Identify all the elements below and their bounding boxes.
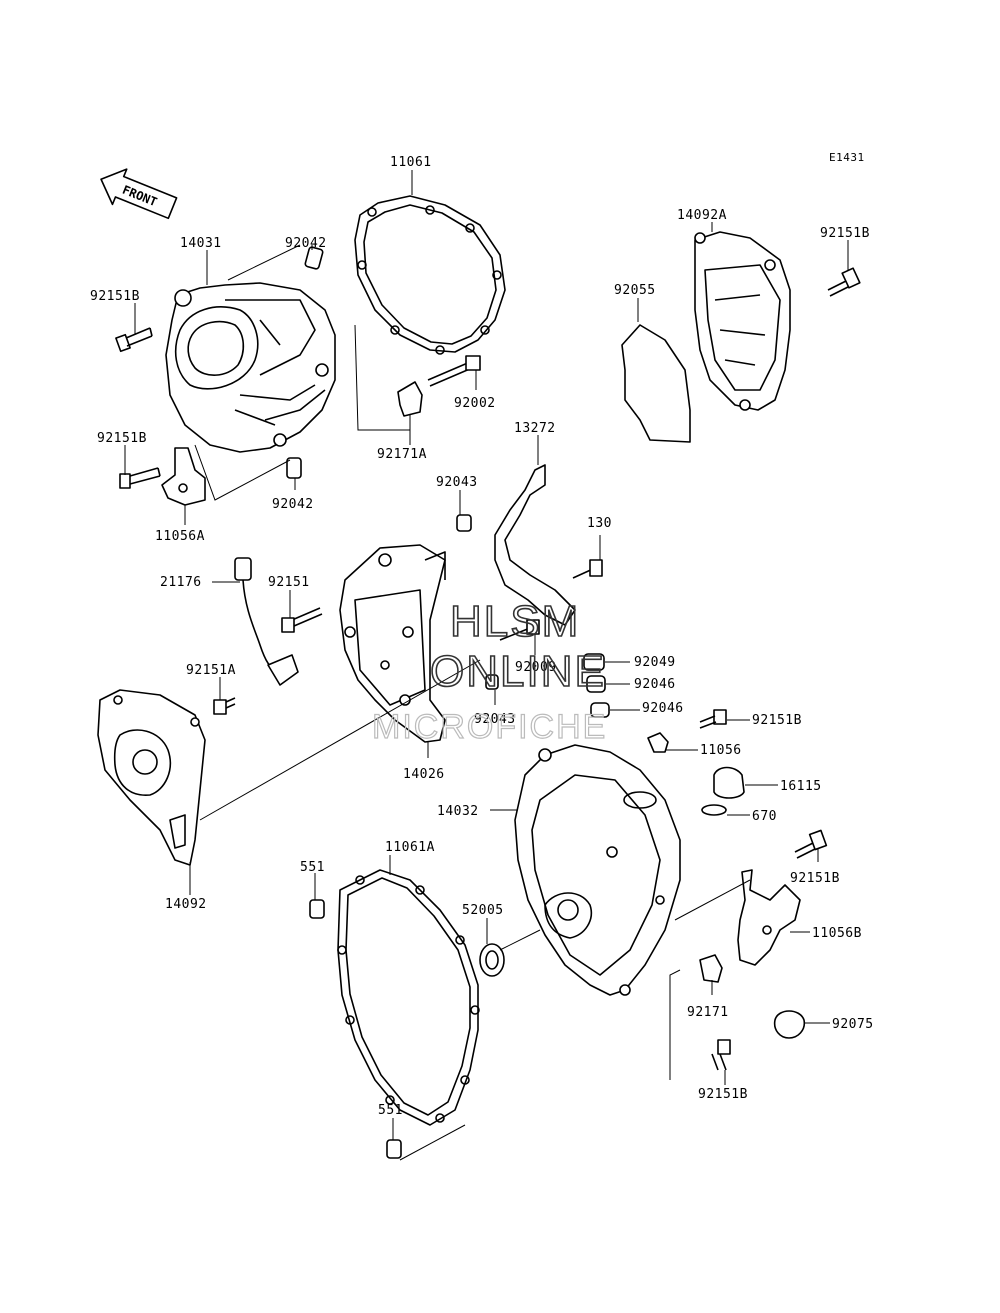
- bolt-92151B-b: [119, 467, 161, 489]
- label-551-b: 551: [378, 1103, 403, 1118]
- clamp-92171: [699, 954, 723, 983]
- dowel-551-b: [386, 1139, 402, 1159]
- label-14026: 14026: [403, 767, 445, 782]
- bolt-130: [572, 559, 603, 579]
- label-92055: 92055: [614, 283, 656, 298]
- clutch-cover-14032: [514, 744, 681, 996]
- bracket-11056B: [737, 869, 801, 966]
- clamp-92171A: [397, 381, 423, 417]
- label-92151B-f: 92151B: [698, 1087, 748, 1102]
- cover-14092: [97, 689, 206, 866]
- label-92043-a: 92043: [436, 475, 478, 490]
- bolt-92151B-f: [711, 1039, 731, 1071]
- part-labels: 11061 14031 92042 92151B 92002 92171A 92…: [90, 155, 874, 1118]
- label-92046-a: 92046: [634, 677, 676, 692]
- dowel-92042-b: [286, 457, 302, 479]
- seal-92049: [583, 653, 605, 671]
- label-92151B-a: 92151B: [90, 289, 140, 304]
- label-14092: 14092: [165, 897, 207, 912]
- bolt-92151B-e: [794, 829, 828, 859]
- leader-lines: [124, 170, 849, 1161]
- bolt-92151B-d: [699, 709, 727, 729]
- label-13272: 13272: [514, 421, 556, 436]
- label-92042-b: 92042: [272, 497, 314, 512]
- generator-cover-14031: [165, 282, 336, 453]
- o-ring-670: [701, 804, 727, 816]
- label-21176: 21176: [160, 575, 202, 590]
- pin-92043-a: [456, 514, 472, 532]
- diagram-code: E1431: [829, 151, 865, 164]
- label-92042-a: 92042: [285, 236, 327, 251]
- watermark-line-3: MICROFICHE: [372, 708, 607, 746]
- label-92009: 92009: [515, 660, 557, 675]
- bushing-92046-b: [590, 702, 610, 718]
- label-92151: 92151: [268, 575, 310, 590]
- label-11056B: 11056B: [812, 926, 862, 941]
- stud-92002: [427, 355, 481, 387]
- label-551-a: 551: [300, 860, 325, 875]
- pin-92043-b: [485, 674, 499, 690]
- label-11056: 11056: [700, 743, 742, 758]
- label-14031: 14031: [180, 236, 222, 251]
- sensor-21176: [234, 557, 299, 686]
- cap-16115: [713, 766, 745, 799]
- screw-92009: [499, 619, 540, 641]
- label-11061: 11061: [390, 155, 432, 170]
- watermark-line-1: HLSM: [450, 597, 580, 646]
- label-14032: 14032: [437, 804, 479, 819]
- front-label: FRONT: [120, 183, 159, 210]
- gasket-11061: [354, 195, 506, 355]
- label-14092A: 14092A: [677, 208, 727, 223]
- label-92075: 92075: [832, 1017, 874, 1032]
- label-92049: 92049: [634, 655, 676, 670]
- label-52005: 52005: [462, 903, 504, 918]
- dowel-551-a: [309, 899, 325, 919]
- label-92151A: 92151A: [186, 663, 236, 678]
- strip-13272: [494, 464, 576, 626]
- dowel-92042-a: [304, 246, 324, 270]
- label-92046-b: 92046: [642, 701, 684, 716]
- cover-14092A: [694, 231, 791, 411]
- label-11061A: 11061A: [385, 840, 435, 855]
- seal-52005: [479, 943, 505, 977]
- front-arrow-icon: FRONT: [100, 168, 178, 220]
- label-670: 670: [752, 809, 777, 824]
- watermark-line-2: ONLINE: [430, 647, 606, 696]
- label-92171: 92171: [687, 1005, 729, 1020]
- gasket-92055: [621, 324, 691, 443]
- label-92151B-c: 92151B: [820, 226, 870, 241]
- watermark: HLSM ONLINE MICROFICHE: [371, 596, 607, 746]
- grommet-92075: [773, 1010, 806, 1039]
- label-92151B-d: 92151B: [752, 713, 802, 728]
- label-92171A: 92171A: [377, 447, 427, 462]
- bolt-92151A: [213, 697, 236, 715]
- bolt-92151: [281, 607, 323, 633]
- label-92151B-e: 92151B: [790, 871, 840, 886]
- clip-11056: [647, 732, 669, 753]
- label-92002: 92002: [454, 396, 496, 411]
- label-92043-b: 92043: [474, 712, 516, 727]
- cover-14026: [339, 544, 446, 743]
- label-92151B-b: 92151B: [97, 431, 147, 446]
- bracket-11056A: [161, 447, 206, 506]
- gasket-11061A: [337, 869, 480, 1126]
- label-16115: 16115: [780, 779, 822, 794]
- bolt-92151B-a: [115, 327, 153, 353]
- bushing-92046-a: [586, 675, 606, 693]
- label-130: 130: [587, 516, 612, 531]
- bolt-92151B-c: [827, 267, 861, 297]
- label-11056A: 11056A: [155, 529, 205, 544]
